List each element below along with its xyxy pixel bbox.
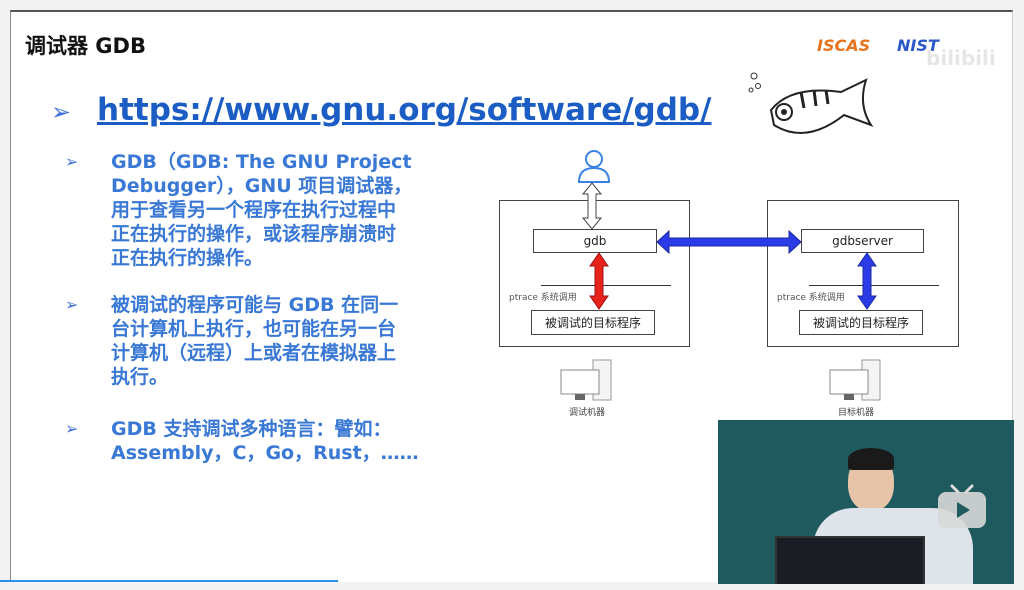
slide: 调试器 GDB ISCAS NIST bilibili ➢ https://ww… (10, 10, 1014, 584)
gdb-link[interactable]: https://www.gnu.org/software/gdb/ (97, 92, 712, 128)
ptrace-label: ptrace 系统调用 (509, 293, 577, 303)
text-line: Debugger），GNU 项目调试器， (111, 175, 413, 197)
lecturer-hair (848, 448, 894, 470)
target-program-right: 被调试的目标程序 (799, 310, 923, 335)
ptrace-arrow-red (589, 252, 609, 310)
bullet-arrow-icon: ➢ (51, 98, 72, 126)
bullet-gdb-intro: GDB（GDB: The GNU Project Debugger），GNU 项… (111, 150, 501, 270)
lecturer-video[interactable] (718, 420, 1014, 584)
text-line: GDB（GDB: The GNU Project (111, 151, 412, 173)
debug-machine-label: 调试机器 (569, 408, 606, 418)
computer-icon (560, 359, 612, 401)
text-line: 被调试的程序可能与 GDB 在同一 (111, 294, 399, 316)
iscas-logo: ISCAS (817, 36, 871, 55)
text-line: 用于查看另一个程序在执行过程中 (111, 199, 397, 221)
bilibili-watermark: bilibili (926, 46, 996, 70)
remote-connection-arrow (656, 230, 802, 254)
bullet-languages: GDB 支持调试多种语言：譬如： Assembly，C，Go，Rust，…… (111, 417, 501, 465)
text-line: 正在执行的操作。 (111, 247, 264, 269)
syscall-divider (541, 285, 671, 286)
text-line: GDB 支持调试多种语言：譬如： (111, 418, 392, 440)
bullet-arrow-icon: ➢ (65, 419, 79, 438)
bullet-arrow-icon: ➢ (65, 295, 79, 314)
target-machine-label: 目标机器 (838, 408, 875, 418)
bullet-arrow-icon: ➢ (65, 152, 79, 171)
text-line: 正在执行的操作，或该程序崩溃时 (111, 223, 397, 245)
fish-icon (748, 72, 874, 134)
text-line: 台计算机上执行，也可能在另一台 (111, 318, 397, 340)
bullet-remote: 被调试的程序可能与 GDB 在同一 台计算机上执行，也可能在另一台 计算机（远程… (111, 293, 501, 389)
target-program-left: 被调试的目标程序 (531, 310, 655, 335)
computer-icon (829, 359, 881, 401)
text-line: 计算机（远程）上或者在模拟器上 (111, 342, 397, 364)
text-line: 执行。 (111, 366, 169, 388)
nist-logo: NIST (897, 36, 939, 55)
text-line: Assembly，C，Go，Rust，…… (111, 442, 419, 464)
slide-title: 调试器 GDB (25, 34, 146, 58)
video-progress-bar[interactable] (0, 580, 338, 582)
syscall-divider (809, 285, 939, 286)
monitor (775, 536, 925, 584)
ptrace-label: ptrace 系统调用 (777, 293, 845, 303)
ptrace-arrow-blue (857, 252, 877, 310)
bilibili-play-icon[interactable] (936, 478, 988, 530)
gdbserver-process: gdbserver (801, 229, 924, 253)
gdb-process: gdb (533, 229, 657, 253)
user-gdb-arrow (581, 182, 603, 230)
user-icon (577, 150, 611, 183)
